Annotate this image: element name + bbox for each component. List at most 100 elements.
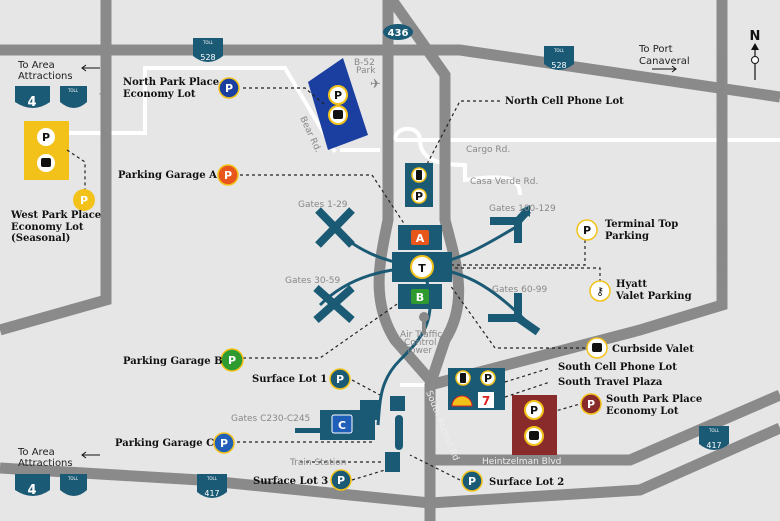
west-park-place-pin[interactable]: P [73, 189, 95, 211]
valet-key-icon: ⚷ [596, 285, 604, 298]
gates-30-59-label: Gates 30-59 [285, 276, 341, 286]
surface-lot-2-label: Surface Lot 2 [489, 477, 564, 488]
arrow-left-icon [81, 451, 100, 459]
terminal-t-badge [410, 255, 434, 279]
terminal-top-pin[interactable]: P [576, 219, 598, 241]
svg-text:Economy Lot: Economy Lot [123, 89, 196, 100]
west-lot-p-icon: P [37, 128, 55, 146]
south-park-place-label: South Park Place [606, 394, 702, 405]
atc-tower-label: Air Traffic [400, 330, 442, 340]
svg-text:P: P [337, 474, 345, 487]
north-park-place-pin[interactable]: P [218, 77, 240, 99]
svg-text:Economy Lot: Economy Lot [606, 406, 679, 417]
svg-text:Attractions: Attractions [18, 458, 73, 469]
svg-text:B: B [416, 291, 424, 304]
svg-text:TOLL: TOLL [67, 476, 79, 481]
north-park-place-label: North Park Place [123, 77, 219, 88]
gates-1-29-label: Gates 1-29 [298, 200, 348, 210]
svg-text:T: T [418, 262, 426, 275]
sr-528-road [0, 44, 780, 103]
garage-c-label: Parking Garage C [115, 438, 214, 449]
goldenrod-road [428, 0, 728, 391]
bear-rd-label: Bear Rd. [297, 115, 322, 154]
svg-text:P: P [583, 224, 591, 237]
svg-text:Parking: Parking [605, 231, 649, 242]
svg-text:P: P [336, 373, 344, 386]
svg-text:P: P [415, 190, 423, 203]
tradeport-drive-label: Tradeport Drive [98, 67, 108, 138]
terminal-c-badge [331, 414, 353, 434]
svg-text:P: P [224, 169, 232, 182]
svg-text:TOLL: TOLL [67, 88, 79, 93]
airplane-icon: ✈ [370, 77, 381, 92]
hyatt-valet-label: Hyatt [616, 279, 647, 290]
svg-text:P: P [468, 475, 476, 488]
phone-icon [411, 167, 427, 183]
terminal-b-badge [411, 289, 429, 304]
sr-436-road-right [387, 0, 465, 521]
garage-b-pin[interactable]: P [220, 348, 244, 372]
north-park-loop-road [60, 66, 337, 154]
surface-lot-2-pin[interactable]: P [461, 470, 483, 492]
svg-text:Tower: Tower [405, 346, 432, 356]
svg-text:TOLL: TOLL [206, 476, 218, 481]
gates-100-129-airside [490, 205, 531, 243]
svg-text:4: 4 [27, 483, 36, 498]
svg-text:Park: Park [356, 66, 376, 76]
south-lot-p-icon: P [524, 400, 544, 420]
toll-shield-bottom: TOLL [60, 474, 87, 496]
sr-436-shield: 436 [383, 24, 413, 40]
i4-shield-bottom: 4 [15, 474, 50, 498]
svg-text:P: P [587, 398, 595, 411]
to-area-attractions-bottom: To Area Attractions [17, 447, 100, 469]
svg-text:P: P [80, 194, 88, 207]
to-area-attractions-top: To Area Attractions [17, 60, 100, 82]
cargo-rd-label: Cargo Rd. [466, 145, 510, 155]
svg-text:Canaveral: Canaveral [639, 56, 690, 67]
svg-text:Control: Control [404, 338, 437, 348]
south-park-place-pin[interactable]: P [580, 393, 602, 415]
surface-lot-1-pin[interactable]: P [329, 368, 351, 390]
svg-text:Attractions: Attractions [18, 71, 73, 82]
hyatt-valet-pin[interactable]: ⚷ [589, 280, 611, 302]
surface-lot-3-pin[interactable]: P [330, 469, 352, 491]
svg-text:417: 417 [706, 441, 721, 450]
garage-b-label: Parking Garage B [123, 356, 223, 367]
svg-text:417: 417 [204, 489, 219, 498]
svg-text:P: P [530, 404, 538, 417]
svg-text:7: 7 [482, 394, 490, 408]
surface-lot-1-label: Surface Lot 1 [252, 374, 327, 385]
arrow-left-icon [81, 64, 100, 72]
svg-text:528: 528 [200, 53, 215, 62]
svg-text:TOLL: TOLL [708, 428, 720, 433]
bus-icon [37, 154, 55, 172]
curbside-valet-pin[interactable] [586, 337, 608, 359]
south-travel-plaza-label: South Travel Plaza [558, 377, 663, 388]
i4-shield-top: 4 [15, 86, 50, 110]
train-station-label: Train Station [289, 458, 346, 468]
svg-text:P: P [225, 82, 233, 95]
svg-text:To Port: To Port [638, 44, 673, 55]
gates-30-59-airside [313, 285, 355, 323]
gates-c-label: Gates C230-C245 [231, 414, 310, 424]
garage-c-pin[interactable]: P [213, 432, 235, 454]
svg-text:To Area: To Area [17, 447, 55, 458]
gates-100-129-label: Gates 100-129 [489, 204, 556, 214]
sr-417-shield-mid: TOLL 417 [197, 474, 227, 498]
heintzelman-blvd-vertical-label: Heintzelman Blvd [716, 220, 726, 299]
svg-text:P: P [484, 372, 492, 385]
gates-60-99-airside [488, 293, 541, 336]
garage-a-pin[interactable]: P [217, 164, 239, 186]
svg-text:P: P [42, 131, 50, 144]
svg-text:4: 4 [27, 95, 36, 110]
valet-car-icon [592, 343, 602, 352]
control-tower-icon [419, 312, 429, 334]
north-arrow-icon [751, 43, 759, 50]
svg-text:N: N [750, 29, 761, 44]
sr-436-road-left [373, 0, 435, 384]
svg-text:TOLL: TOLL [553, 48, 565, 53]
svg-text:To Area: To Area [17, 60, 55, 71]
